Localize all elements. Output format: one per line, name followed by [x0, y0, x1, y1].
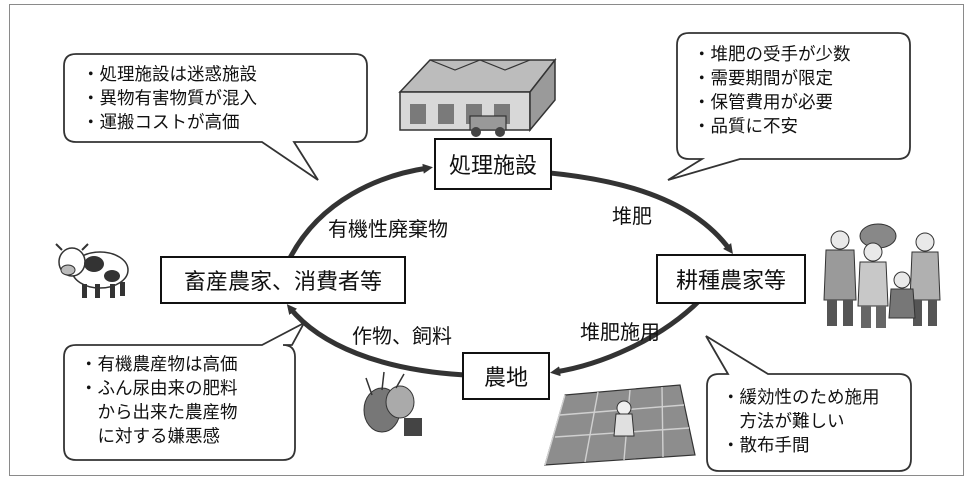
node-livestock-consumers: 畜産農家、消費者等 — [160, 256, 406, 304]
cow-illustration — [55, 243, 129, 298]
arrow-compost-application — [550, 298, 702, 377]
field-illustration — [544, 384, 696, 466]
arrow-crops-feed — [286, 304, 466, 378]
bubble-item: に対する嫌悪感 — [80, 427, 220, 447]
node-farmland: 農地 — [462, 352, 550, 400]
bubble-item: ・品質に不安 — [693, 117, 798, 137]
bubble-item: ・緩効性のため施用 — [722, 388, 880, 408]
bubble-processing-issues — [63, 53, 368, 181]
bubble-item: ・処理施設は迷惑施設 — [82, 65, 257, 85]
farmers-illustration — [823, 223, 941, 328]
edge-label-compost: 堆肥 — [612, 204, 652, 228]
bubble-item: から出来た農産物 — [80, 403, 238, 423]
arrow-organic-waste — [287, 163, 433, 260]
bubble-crop-farmer-issues — [667, 32, 911, 181]
harvest-illustration — [363, 371, 422, 436]
bubble-consumer-issues-text: ・有機農産物は高価 ・ふん尿由来の肥料 から出来た農産物 に対する嫌悪感 — [80, 353, 238, 449]
bubble-item: ・保管費用が必要 — [693, 93, 833, 113]
bubble-item: ・有機農産物は高価 — [80, 355, 238, 375]
edge-label-crops-feed: 作物、飼料 — [352, 324, 452, 348]
bubble-item: ・ふん尿由来の肥料 — [80, 379, 238, 399]
bubble-farmland-issues — [705, 335, 912, 472]
node-crop-farmers: 耕種農家等 — [656, 254, 806, 304]
bubble-crop-farmer-issues-text: ・堆肥の受手が少数 ・需要期間が限定 ・保管費用が必要 ・品質に不安 — [693, 43, 851, 139]
facility-illustration — [398, 57, 557, 137]
bubble-processing-issues-text: ・処理施設は迷惑施設 ・異物有害物質が混入 ・運搬コストが高価 — [82, 63, 257, 135]
bubble-item: ・散布手間 — [722, 436, 810, 456]
bubble-item: ・堆肥の受手が少数 — [693, 45, 851, 65]
bubble-item: ・需要期間が限定 — [693, 69, 833, 89]
edge-label-compost-application: 堆肥施用 — [580, 320, 660, 344]
bubble-item: 方法が難しい — [722, 412, 845, 432]
bubble-item: ・運搬コストが高価 — [82, 113, 240, 133]
bubble-item: ・異物有害物質が混入 — [82, 89, 257, 109]
node-processing-facility: 処理施設 — [434, 138, 552, 190]
bubble-farmland-issues-text: ・緩効性のため施用 方法が難しい ・散布手間 — [722, 386, 880, 458]
bubble-consumer-issues — [63, 320, 307, 461]
edge-label-organic-waste: 有機性廃棄物 — [328, 217, 448, 241]
